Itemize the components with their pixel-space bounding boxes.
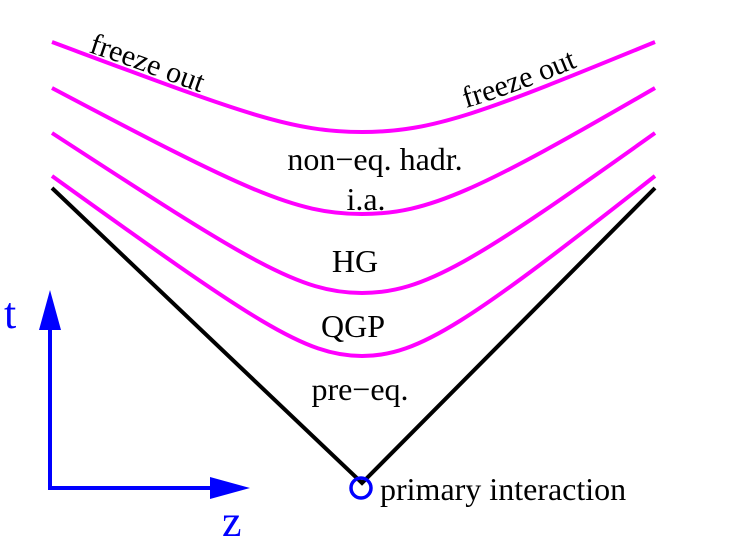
hypersurface-non-eq-hadr (51, 86, 657, 217)
hypersurface-qgp (50, 174, 657, 359)
primary-interaction-label: primary interaction (380, 471, 626, 507)
hypersurface-freeze-out (51, 40, 656, 135)
z-axis-label: z (222, 497, 242, 546)
qgp-label: QGP (321, 308, 385, 344)
t-axis-arrowhead (39, 290, 61, 330)
ia-label: i.a. (346, 181, 385, 217)
hypersurface-hg (50, 131, 657, 296)
axes: t z (4, 289, 250, 546)
pre-eq-label: pre−eq. (311, 371, 408, 407)
t-axis-label: t (4, 289, 16, 338)
freeze-out-label-right: freeze out (458, 43, 581, 115)
non-eq-hadr-label: non−eq. hadr. (287, 141, 462, 177)
primary-interaction-marker (349, 476, 373, 500)
freeze-out-label-left: freeze out (86, 27, 210, 99)
hg-label: HG (332, 243, 378, 279)
light-cone (50, 186, 657, 486)
z-axis-arrowhead (210, 477, 250, 499)
